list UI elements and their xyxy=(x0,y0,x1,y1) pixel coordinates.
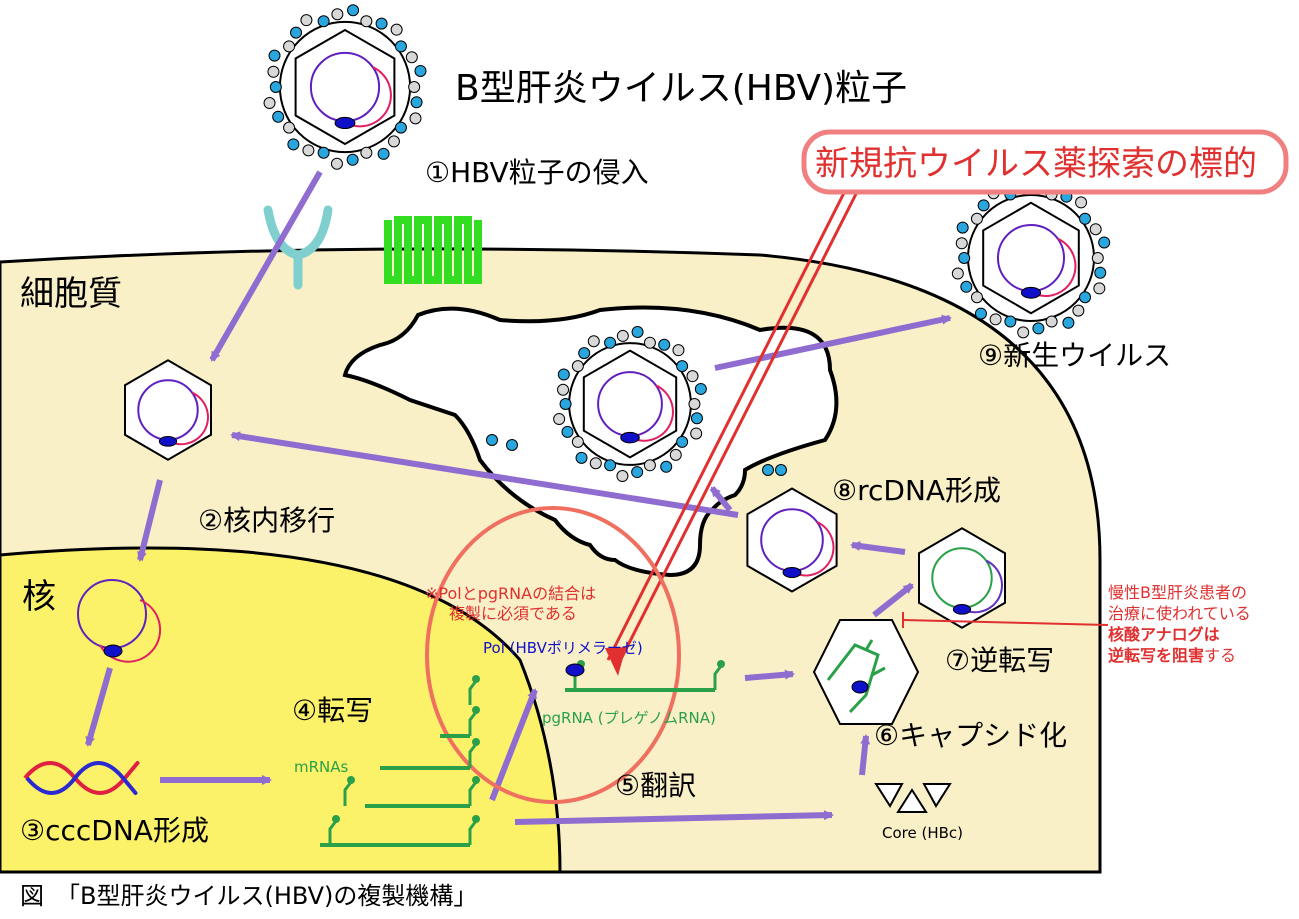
envelope-protein-dot xyxy=(775,464,787,476)
pathway-arrows xyxy=(85,170,952,825)
nuclear-genome-circle xyxy=(77,579,162,663)
step-7: ⑦逆転写 xyxy=(945,644,1054,677)
region-cytoplasm: 細胞質 xyxy=(20,274,122,314)
step-3: ③cccDNA形成 xyxy=(20,814,209,847)
step-2: ②核内移行 xyxy=(198,504,335,537)
side-note-line2: 治療に使われている xyxy=(1108,604,1251,623)
new-virus-particle xyxy=(951,177,1111,339)
target-pointer-head xyxy=(605,647,626,676)
pgrna-label: pgRNA (プレゲノムRNA) xyxy=(542,709,716,727)
rna-cap-markers xyxy=(328,660,725,845)
title: B型肝炎ウイルス(HBV)粒子 xyxy=(455,68,907,109)
step-6: ⑥キャプシド化 xyxy=(874,719,1067,752)
side-note-line4-bold: 逆転写を阻害 xyxy=(1108,646,1204,665)
side-note-line4-rest: する xyxy=(1204,646,1236,665)
pol-note-line2: 複製に必須である xyxy=(449,604,577,623)
figure-caption: 図 「B型肝炎ウイルス(HBV)の複製機構」 xyxy=(20,882,477,910)
envelope-protein-dot xyxy=(486,434,498,446)
mrna-strands xyxy=(320,688,715,847)
pol-note-line1: ※PolとpgRNAの結合は xyxy=(425,584,596,603)
target-box xyxy=(801,129,1289,195)
mrnas-label: mRNAs xyxy=(294,758,349,776)
step-5: ⑤翻訳 xyxy=(615,769,696,802)
nuclear-transit-capsid xyxy=(124,359,212,461)
target-pointer-arrow xyxy=(606,186,859,666)
core-protein-triangles xyxy=(874,783,952,813)
side-note-line4: 逆転写を阻害する xyxy=(1108,646,1236,665)
cccdna-icon xyxy=(23,761,140,795)
pol-blob xyxy=(565,663,585,677)
transporter-icon xyxy=(384,216,482,284)
virus-particle-icon xyxy=(263,4,427,170)
er-virus-particle xyxy=(553,325,707,483)
pol-pgrna-highlight xyxy=(425,506,681,804)
nucleus-region xyxy=(0,546,562,874)
core-label: Core (HBc) xyxy=(882,824,963,842)
inhibition-marker xyxy=(902,612,1109,628)
rcdna-capsid xyxy=(746,487,838,593)
pol-label: Pol (HBVポリメラーゼ) xyxy=(483,639,643,657)
step-1: ①HBV粒子の侵入 xyxy=(425,156,649,189)
region-nucleus: 核 xyxy=(22,577,56,617)
envelope-protein-dot xyxy=(762,464,774,476)
side-note-line3: 核酸アナログは xyxy=(1108,625,1220,644)
highlight-label: 新規抗ウイルス薬探索の標的 xyxy=(815,144,1257,184)
step-9: ⑨新生ウイルス xyxy=(978,339,1171,372)
reverse-transcription-capsid xyxy=(918,527,1006,629)
envelope-protein-dot xyxy=(506,439,518,451)
side-note-line1: 慢性B型肝炎患者の xyxy=(1108,583,1247,602)
step-8: ⑧rcDNA形成 xyxy=(832,474,1001,507)
step-4: ④転写 xyxy=(292,694,373,727)
receptor-icon xyxy=(263,205,333,290)
capsid-icon xyxy=(812,619,920,725)
